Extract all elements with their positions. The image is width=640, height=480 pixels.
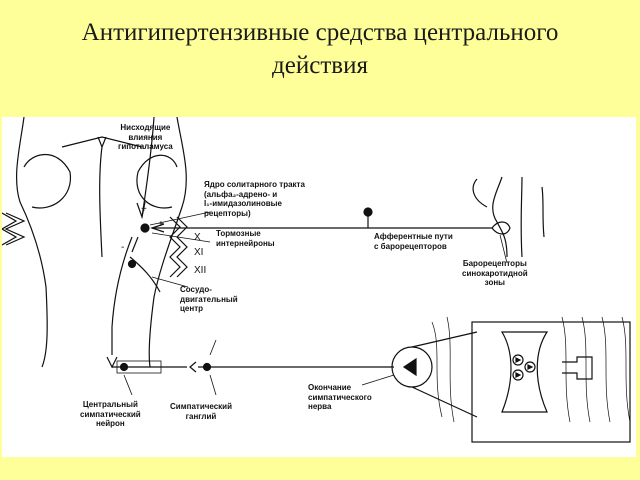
zoom-panel (471, 321, 631, 443)
label-sympathetic-nerve-ending: Окончание симпатического нерва (308, 383, 372, 411)
central-neuron-axon (111, 236, 133, 355)
label-plus-2: + (158, 219, 164, 230)
diagram-panel: Нисходящие влияния гипоталамуса Ядро сол… (2, 117, 636, 457)
label-solitary-nucleus: Ядро солитарного тракта (альфа₂-адрено- … (204, 180, 305, 218)
label-inhibitory-interneurons: Тормозные интернейроны (216, 229, 275, 248)
interneuron-dot (127, 259, 137, 269)
title-line-1: Антигипертензивные средства центрального (81, 19, 559, 46)
right-nerve-roots (169, 216, 188, 278)
ganglion-neuron (202, 362, 212, 372)
diagram-drawing (2, 117, 631, 443)
effector-cell (562, 356, 593, 380)
label-plus-1: + (141, 204, 147, 215)
label-afferent-pathways: Афферентные пути с барорецепторов (374, 232, 453, 251)
label-nerve-xii: XII (194, 265, 207, 276)
label-minus-1: - (121, 242, 125, 253)
label-nerve-xi: XI (194, 247, 204, 258)
title-line-2: действия (272, 52, 368, 79)
spinal-cord-box (116, 360, 162, 374)
solitary-nucleus-neuron (140, 223, 150, 233)
descending-arrow (136, 201, 146, 220)
brainstem (15, 117, 187, 368)
central-neuron-dot (119, 362, 129, 372)
label-vasomotor-center: Сосудо- двигательный центр (180, 285, 238, 313)
label-baroreceptors: Барорецепторы синокаротидной зоны (462, 259, 528, 287)
label-sympathetic-ganglion: Симпатический ганглий (170, 402, 233, 421)
label-descending-influences: Нисходящие влияния гипоталамуса (118, 123, 173, 151)
carotid-sinus (472, 176, 545, 258)
slide-title: Антигипертензивные средства центрального… (0, 16, 640, 82)
zoom-line-bottom (411, 386, 478, 418)
vasomotor-axon (129, 256, 161, 293)
label-nerve-x: X (194, 232, 201, 243)
zoom-line-top (411, 331, 478, 348)
terminal-bouton (500, 331, 549, 413)
descending-pathway (141, 117, 155, 218)
tissue-hatch (431, 316, 631, 423)
left-nerve-roots (2, 212, 26, 246)
label-central-sympathetic-neuron: Центральный симпатический нейрон (80, 400, 141, 428)
afferent-neuron (363, 207, 373, 217)
